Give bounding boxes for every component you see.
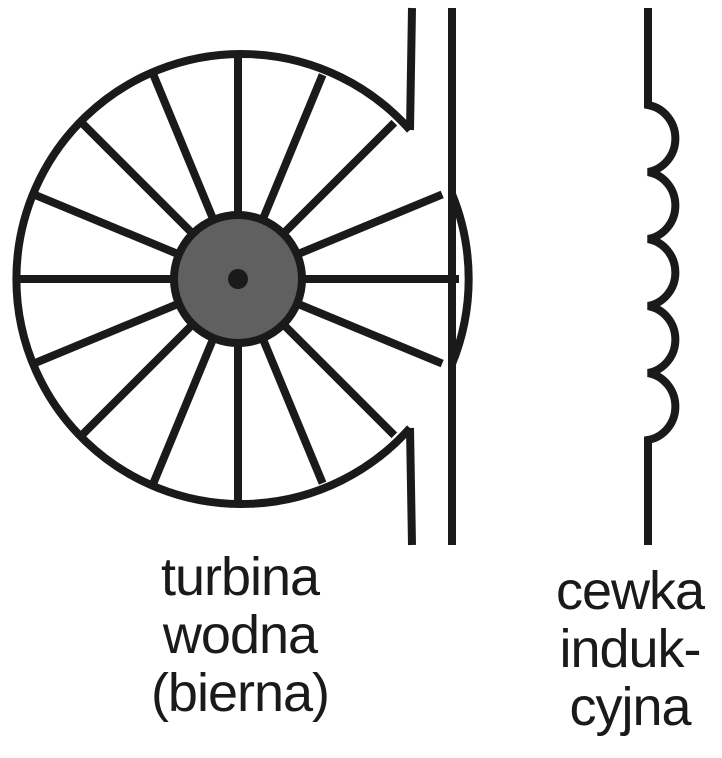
coil-label: cewka induk- cyjna [525,562,722,736]
water-turbine [12,7,473,546]
turbine-pipe-lower [406,427,416,546]
turbine-spoke [257,332,327,485]
turbine-pipe-upper [406,7,416,131]
turbine-spoke [78,119,199,240]
turbine-label-line-3: (bierna) [150,663,330,723]
turbine-spoke [277,318,398,439]
coil-winding [644,8,680,545]
induction-coil [644,8,680,545]
coil-label-line-3: cyjna [569,677,691,737]
turbine-spoke [291,298,444,368]
turbine-rim [12,50,413,508]
turbine-spoke [32,190,185,260]
turbine-spoke [32,298,185,368]
turbine-spoke [277,119,398,240]
turbine-label: turbina wodna (bierna) [100,548,380,722]
turbine-spoke [291,190,444,260]
turbine-spoke [149,332,219,485]
coil-label-line-1: cewka [555,561,705,621]
turbine-label-line-1: turbina [160,547,320,607]
coil-label-line-2: induk- [559,619,701,679]
turbine-spokes [17,58,459,500]
turbine-label-line-2: wodna [162,605,318,665]
turbine-spoke [78,318,199,439]
turbine-spoke [149,73,219,226]
turbine-spoke [257,73,327,226]
turbine-axle [228,269,248,289]
